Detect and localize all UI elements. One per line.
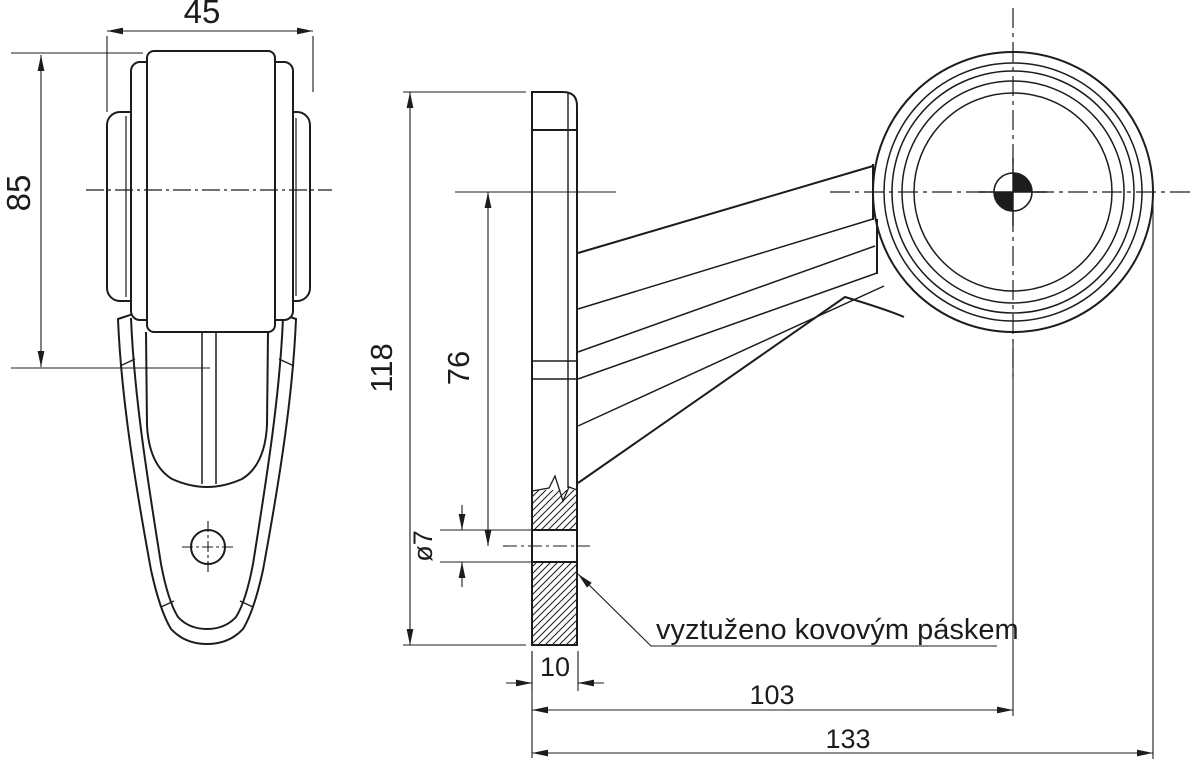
front-view-body xyxy=(106,50,311,333)
section-hatch-upper xyxy=(532,490,578,530)
dim-10-label: 10 xyxy=(540,652,570,682)
dim-o7-label: ø7 xyxy=(408,530,438,562)
dim-103-label: 103 xyxy=(749,680,794,710)
front-lens-barrel xyxy=(146,50,276,333)
dim-45 xyxy=(106,27,314,112)
side-base-plate xyxy=(503,91,590,646)
dim-45-label: 45 xyxy=(184,0,221,30)
center-mark-symbol xyxy=(979,158,1047,226)
front-view xyxy=(11,27,332,646)
dim-85 xyxy=(11,52,210,369)
break-line xyxy=(531,474,578,503)
dim-133-label: 133 xyxy=(825,724,870,754)
front-view-fork-bracket xyxy=(116,311,298,646)
front-view-stalk xyxy=(145,331,269,489)
reinforcement-note: vyztuženo kovovým páskem xyxy=(656,614,1019,646)
side-view xyxy=(403,8,1192,759)
dimension-labels: 45 85 118 76 ø7 10 103 133 vyztuženo kov… xyxy=(0,0,1019,754)
dim-85-label: 85 xyxy=(0,175,37,212)
side-rubber-arm xyxy=(577,164,906,484)
leader-note-line xyxy=(577,573,997,647)
dim-118-label: 118 xyxy=(364,343,399,392)
section-hatch-lower xyxy=(532,562,578,644)
front-view-mount-hole xyxy=(182,521,234,573)
extension-lines xyxy=(403,91,1154,759)
dim-76-label: 76 xyxy=(441,351,476,385)
